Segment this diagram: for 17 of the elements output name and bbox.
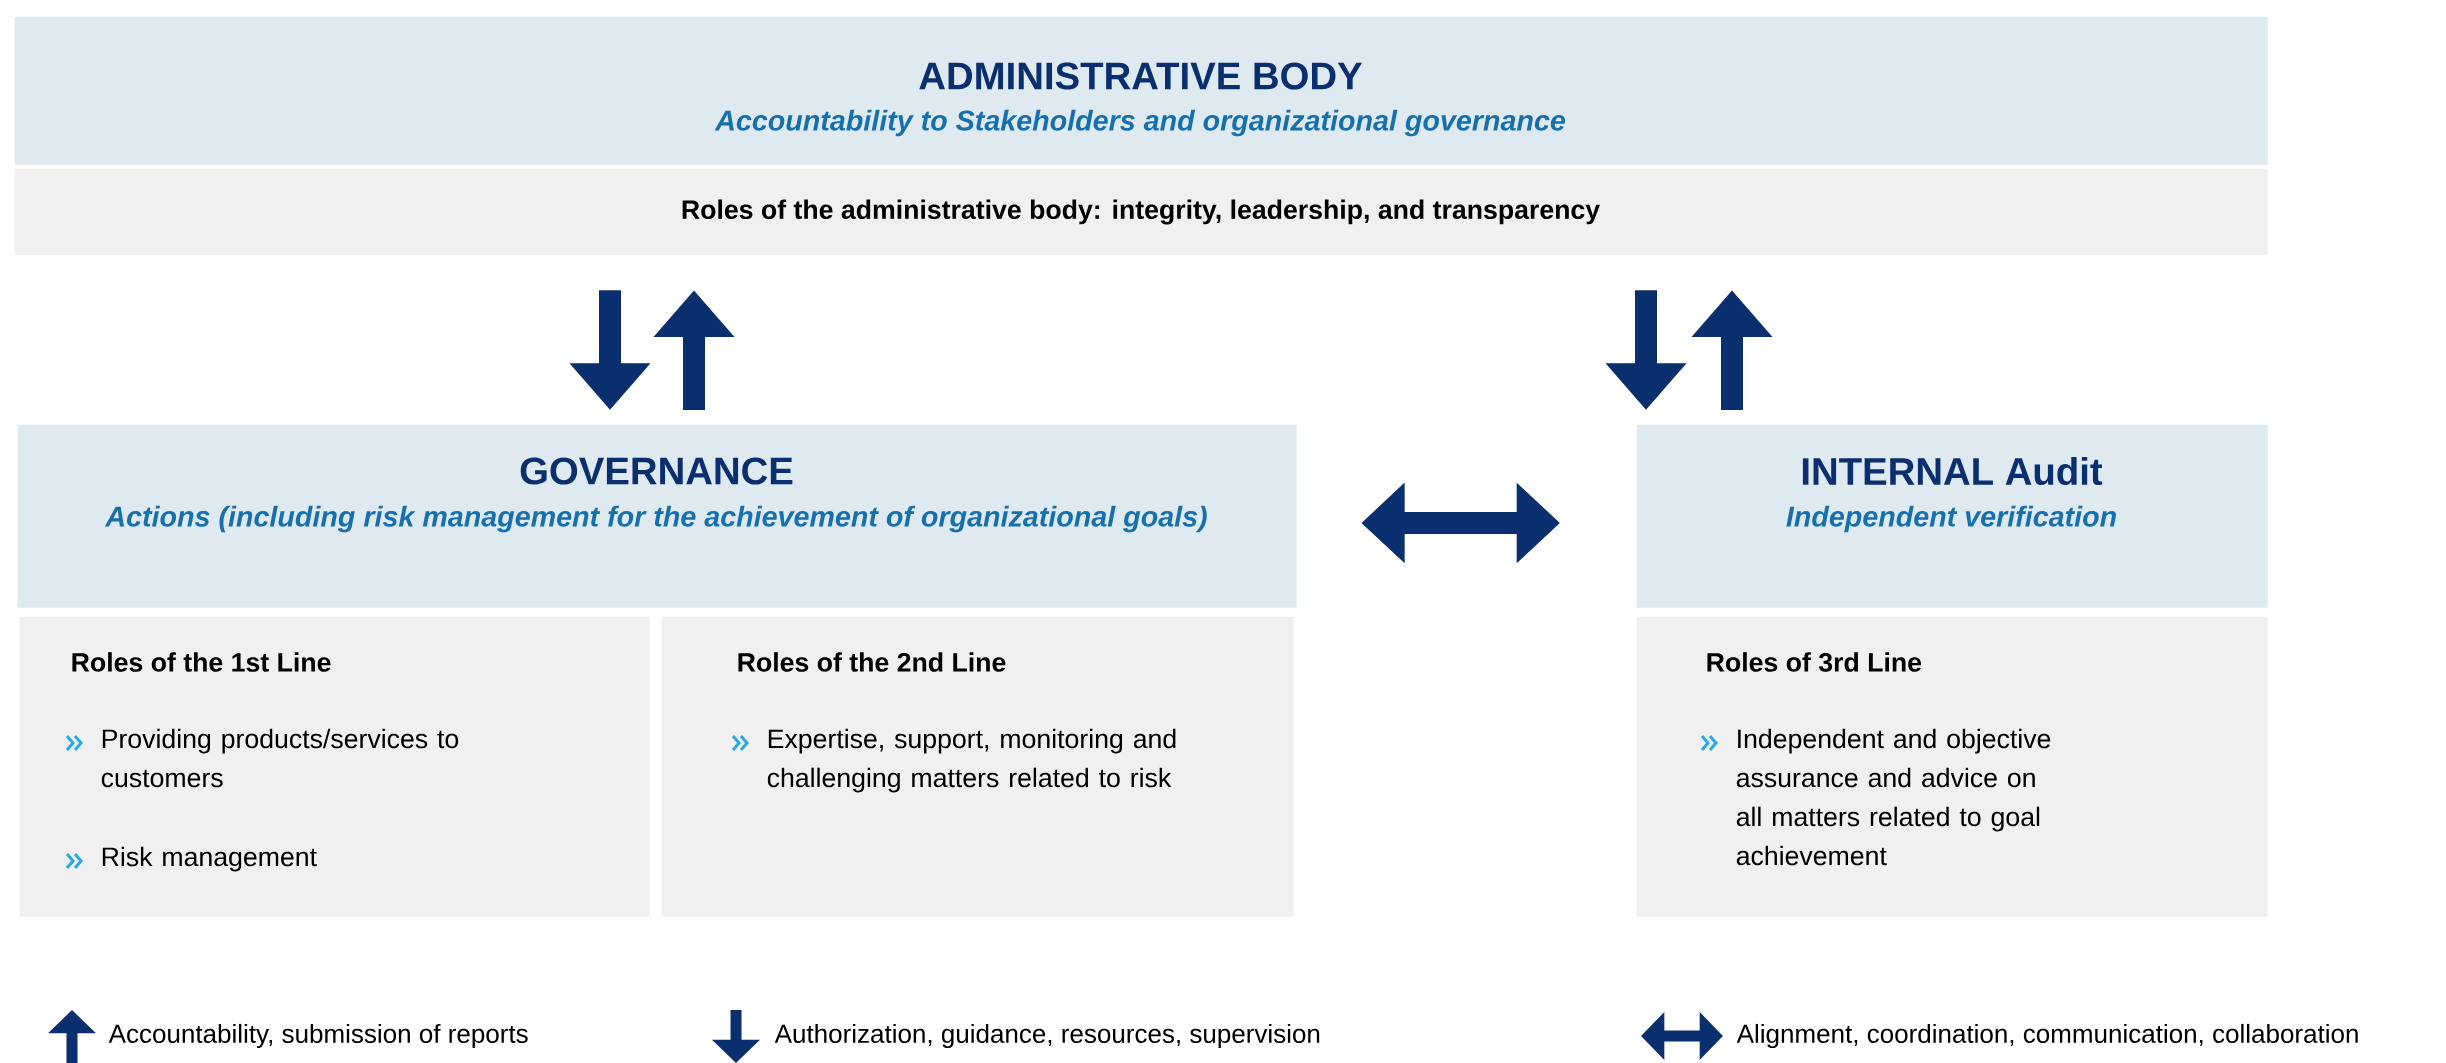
legend-label: Accountability, submission of reports — [108, 1023, 528, 1049]
subheading: Independent verification — [1786, 505, 2116, 533]
heading: INTERNAL Audit — [1802, 456, 2103, 486]
heading: Roles of the 1st Line — [72, 652, 331, 672]
subheading: Accountability to Stakeholders and organizational governance — [714, 109, 1566, 137]
bullet-text: Expertise, support, monitoring and challenging matters related to risk — [767, 728, 1176, 793]
legend-label: Authorization, guidance, resources, supervision — [774, 1023, 1320, 1049]
heading: ADMINISTRATIVE BODY — [919, 62, 1363, 90]
bullet-text: Risk management — [102, 846, 317, 872]
legend-label: Alignment, coordination, communication, collaboration — [1736, 1023, 2358, 1049]
heading: GOVERNANCE — [520, 457, 793, 485]
heading: Roles of the administrative body: integrity, leadership, and transparency — [682, 199, 1600, 225]
subheading: Actions (including risk management for the achievement of organizational goals) — [104, 505, 1207, 533]
heading: Roles of the 2nd Line — [738, 652, 1006, 672]
bullet-text: Providing products/services to customers — [101, 728, 459, 788]
heading: Roles of 3rd Line — [1707, 652, 1922, 672]
bullet-text: Independent and objective assurance and advice on all matters related to goal achievement — [1736, 728, 2051, 866]
